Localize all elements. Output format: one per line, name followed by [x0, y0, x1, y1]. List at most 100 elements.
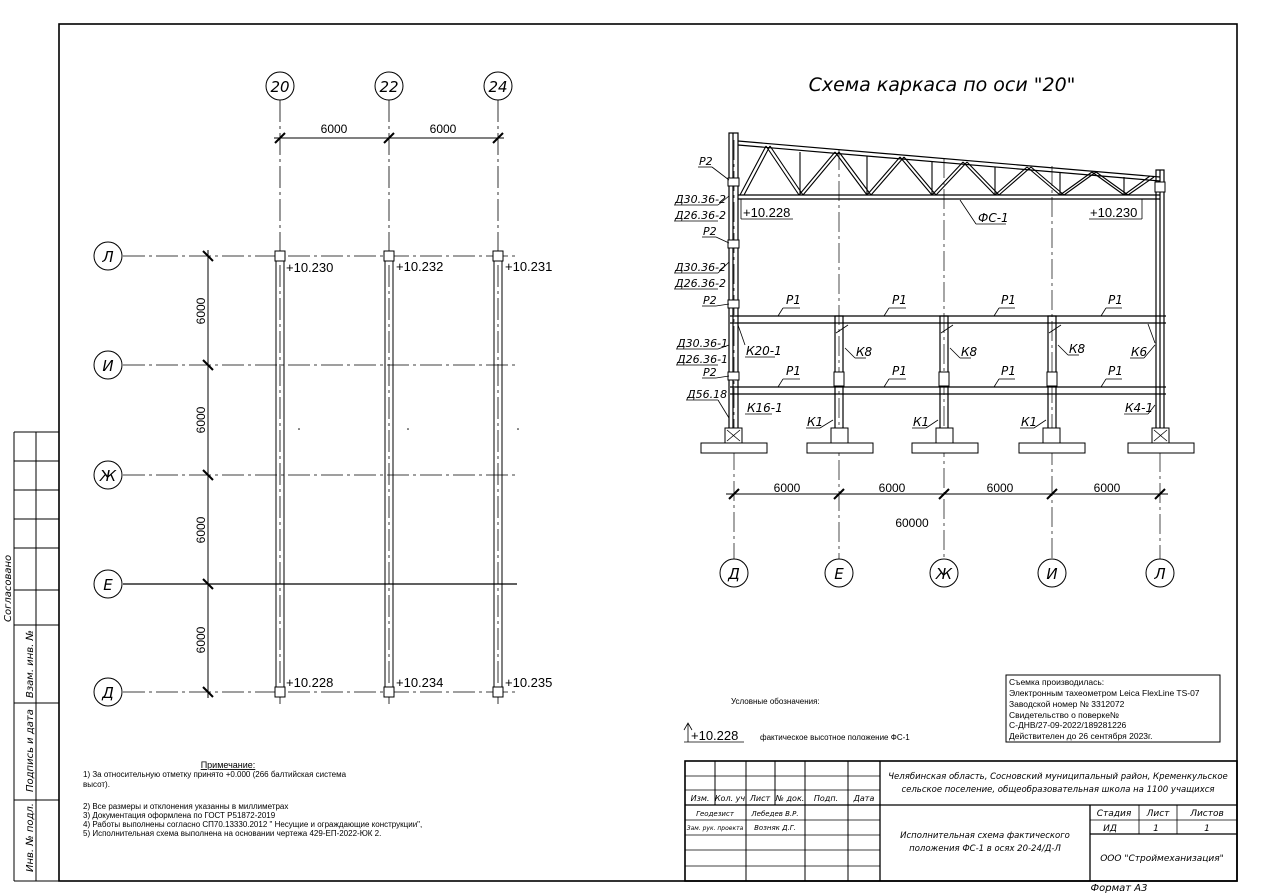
mark-r2-3: Р2 [703, 294, 717, 307]
beam-lower-3: Р1 [1001, 364, 1016, 378]
stamp-project-1: Челябинская область, Сосновский муниципа… [888, 772, 1228, 782]
col-k1-1: К1 [807, 415, 823, 429]
stamp-h-date: Дата [853, 794, 875, 803]
mark-d30-3: Д30.36-1 [676, 337, 728, 350]
frame-title: Схема каркаса по оси "20" [809, 74, 1076, 96]
survey-line-6: Действителен до 26 сентября 2023г. [1009, 731, 1152, 741]
col-k8-1: К8 [856, 345, 873, 359]
stamp-role-1: Геодезист [696, 810, 735, 818]
frame-span-3: 6000 [987, 481, 1014, 495]
side-agreed: Согласовано [3, 555, 14, 622]
col-k8-2: К8 [961, 345, 978, 359]
stamp-sheets-h: Листов [1189, 809, 1224, 819]
mark-d30-1: Д30.36-2 [674, 193, 726, 206]
survey-line-5: С-ДНВ/27-09-2022/189281226 [1009, 720, 1127, 730]
stamp-doc-1: Исполнительная схема фактического [900, 831, 1070, 841]
plan-elev-top-20: +10.230 [286, 260, 333, 275]
plan-axis-20: 20 [270, 78, 289, 96]
plan-axis-L: Л [101, 248, 113, 266]
frame-axis-L: Л [1153, 565, 1165, 583]
col-k1-2: К1 [913, 415, 929, 429]
frame-truss-label: ФС-1 [978, 211, 1009, 225]
frame-total: 60000 [895, 516, 929, 530]
mark-r2-4: Р2 [703, 366, 717, 379]
mark-r2-1: Р2 [699, 155, 713, 168]
stamp-name-1: Лебедев В.Р. [750, 810, 798, 818]
mark-d56: Д56.18 [686, 388, 727, 401]
mark-r2-2: Р2 [703, 225, 717, 238]
stamp-org: ООО "Строймеханизация" [1100, 854, 1224, 864]
plan-elev-top-24: +10.231 [505, 259, 552, 274]
legend-title: Условные обозначения: [731, 697, 820, 706]
side-inv-orig: Инв. № подл. [25, 803, 36, 872]
plan-elev-bottom-20: +10.228 [286, 675, 333, 690]
plan-span-x-2: 6000 [430, 122, 457, 136]
survey-line-2: Электронным тахеометром Leica FlexLine T… [1009, 688, 1200, 698]
beam-upper-2: Р1 [892, 293, 907, 307]
title-block [684, 760, 1238, 882]
col-k16: К16-1 [747, 401, 783, 415]
sheet-frame [13, 23, 1238, 882]
stamp-h-doc: № док. [775, 794, 805, 803]
mark-d26-3: Д26.36-1 [676, 353, 728, 366]
col-k1-3: К1 [1021, 415, 1037, 429]
stamp-format: Формат А3 [1091, 883, 1148, 894]
side-stamp: Согласовано Взам. инв. № Подпись и дата … [3, 555, 36, 872]
frame-span-1: 6000 [774, 481, 801, 495]
note-5: 5) Исполнительная схема выполнена на осн… [83, 829, 381, 838]
note-1a: 1) За относительную отметку принято +0.0… [83, 770, 347, 779]
notes-block: Примечание: 1) За относительную отметку … [83, 760, 422, 838]
plan-span-y-4: 6000 [194, 626, 208, 653]
plan-span-y-2: 6000 [194, 406, 208, 433]
stamp-h-kol: Кол. уч [715, 794, 746, 803]
plan-axis-24: 24 [488, 78, 507, 96]
stamp-project-2: сельское поселение, общеобразовательная … [901, 785, 1214, 795]
plan-span-y-3: 6000 [194, 516, 208, 543]
plan-axis-E: Е [103, 576, 113, 594]
plan-span-x-1: 6000 [321, 122, 348, 136]
frame-elev-right: +10.230 [1090, 205, 1137, 220]
frame-span-2: 6000 [879, 481, 906, 495]
plan-axis-Zh: Ж [99, 467, 117, 485]
stamp-role-2: Зам. рук. проекта [687, 825, 744, 832]
title-block-text: Изм. Кол. уч Лист № док. Подп. Дата Геод… [687, 772, 1228, 894]
stamp-stage-h: Стадия [1097, 809, 1132, 819]
stamp-sheet-h: Лист [1146, 809, 1171, 819]
col-k6: К6 [1131, 345, 1148, 359]
frame-view: 6000 6000 6000 6000 60000 Д Е Ж И Л [674, 132, 1195, 588]
frame-span-4: 6000 [1094, 481, 1121, 495]
notes-title: Примечание: [201, 760, 256, 770]
frame-axis-Zh: Ж [935, 565, 953, 583]
plan-elev-bottom-24: +10.235 [505, 675, 552, 690]
survey-box: Съемка производилась: Электронным тахеом… [1005, 674, 1221, 743]
plan-view: 6000 6000 6000 6000 6000 6000 20 22 24 Л… [93, 71, 552, 707]
beam-upper-3: Р1 [1001, 293, 1016, 307]
mark-d30-2: Д30.36-2 [674, 261, 726, 274]
plan-span-y-1: 6000 [194, 297, 208, 324]
note-3: 3) Документация оформлена по ГОСТ Р51872… [83, 811, 276, 820]
col-k8-3: К8 [1069, 342, 1086, 356]
beam-upper-1: Р1 [786, 293, 801, 307]
stamp-sheets: 1 [1204, 824, 1210, 834]
beam-lower-4: Р1 [1108, 364, 1123, 378]
side-inv-replace: Взам. инв. № [25, 630, 36, 698]
mark-d26-1: Д26.36-2 [674, 209, 726, 222]
frame-axis-E: Е [834, 565, 844, 583]
plan-elev-bottom-22: +10.234 [396, 675, 443, 690]
frame-elev-left: +10.228 [743, 205, 790, 220]
mark-d26-2: Д26.36-2 [674, 277, 726, 290]
survey-line-3: Заводской номер № 3312072 [1009, 699, 1125, 709]
survey-line-1: Съемка производилась: [1009, 677, 1104, 687]
stamp-h-list: Лист [749, 794, 771, 803]
plan-axis-I: И [102, 357, 113, 375]
beam-upper-4: Р1 [1108, 293, 1123, 307]
beam-lower-2: Р1 [892, 364, 907, 378]
note-4: 4) Работы выполнены согласно СП70.13330.… [83, 820, 422, 829]
side-sign-date: Подпись и дата [25, 709, 36, 792]
plan-elev-top-22: +10.232 [396, 259, 443, 274]
col-k20: К20-1 [746, 344, 782, 358]
survey-line-4: Свидетельство о поверке№ [1009, 710, 1119, 720]
stamp-h-izm: Изм. [691, 794, 710, 803]
col-k4: К4-1 [1125, 401, 1153, 415]
